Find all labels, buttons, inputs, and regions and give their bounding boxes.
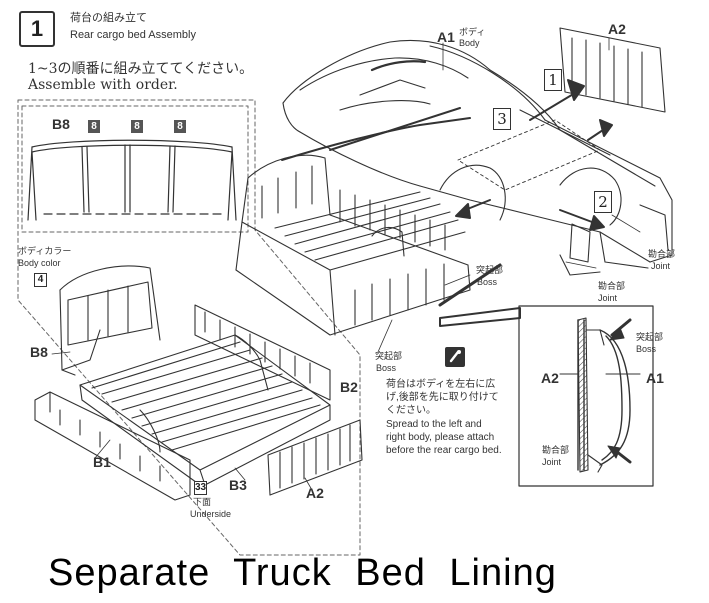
a1-body-en: Body	[459, 38, 480, 48]
boss-en: Boss	[477, 277, 498, 287]
a2-label-detail: A2	[541, 370, 559, 386]
a1-label-detail: A1	[646, 370, 664, 386]
step-title-en: Rear cargo bed Assembly	[70, 29, 196, 41]
b8-paint-number: 8	[88, 120, 100, 133]
boss-en: Boss	[376, 363, 397, 373]
underside-paint-number: 33	[194, 481, 207, 495]
b8-label: B8	[52, 116, 70, 132]
leader-lines	[51, 37, 641, 491]
body-color-number: 4	[34, 273, 47, 287]
part-b2-side-panel	[194, 304, 331, 401]
joint-detail-box	[439, 305, 654, 487]
joint-en: Joint	[542, 457, 562, 467]
b8-paint-number: 8	[174, 120, 186, 133]
b8-rear-frame	[27, 139, 237, 221]
joint-en: Joint	[651, 261, 671, 271]
b2-label: B2	[340, 379, 358, 395]
joint-jp: 勘合部	[542, 445, 570, 455]
b1-label: B1	[93, 454, 111, 470]
boss-en: Boss	[636, 344, 657, 354]
underside-jp: 下面	[193, 497, 212, 507]
order-step-3: 3	[493, 108, 511, 130]
boss-jp: 突起部	[476, 265, 504, 275]
underside-en: Underside	[190, 509, 232, 519]
a1-body-jp: ボディ	[459, 27, 486, 37]
b8-detail-frame	[21, 105, 249, 233]
body-color-jp: ボディカラー	[18, 246, 72, 256]
b8-label-exploded: B8	[30, 344, 48, 360]
step-number-box: 1	[19, 11, 55, 47]
joint-jp: 勘合部	[598, 281, 626, 291]
spread-body-note: 荷台はボディを左右に広 げ,後部を先に取り付けて ください。 Spread to…	[386, 379, 502, 457]
caution-icon	[445, 347, 465, 367]
part-a2-top	[559, 27, 666, 113]
boss-jp: 突起部	[636, 332, 664, 342]
truck-body-a1	[282, 39, 673, 276]
a2-label-bottom: A2	[306, 485, 324, 501]
joint-jp: 勘合部	[648, 249, 676, 259]
part-a2-tailgate	[267, 419, 363, 496]
assembled-cargo-bed	[235, 154, 471, 336]
assembly-arrows	[281, 79, 613, 307]
a2-label-top: A2	[608, 21, 626, 37]
order-step-2: 2	[594, 191, 612, 213]
joint-en: Joint	[598, 293, 618, 303]
part-b8-exploded	[59, 265, 161, 376]
caption: Separate Truck Bed Lining	[48, 552, 557, 594]
boss-jp: 突起部	[375, 351, 403, 361]
sub-assembly-frame	[17, 99, 361, 556]
a1-label: A1	[437, 29, 455, 45]
b8-paint-number: 8	[131, 120, 143, 133]
part-b3-floor	[79, 334, 331, 486]
body-color-en: Body color	[18, 258, 61, 268]
instruction-en: Assemble with order.	[28, 77, 178, 93]
instruction-jp: 1~3の順番に組み立ててください。	[28, 61, 254, 77]
step-title-jp: 荷台の組み立て	[70, 12, 147, 24]
b3-label: B3	[229, 477, 247, 493]
part-b1-side-panel	[34, 391, 191, 501]
order-step-1: 1	[544, 69, 562, 91]
